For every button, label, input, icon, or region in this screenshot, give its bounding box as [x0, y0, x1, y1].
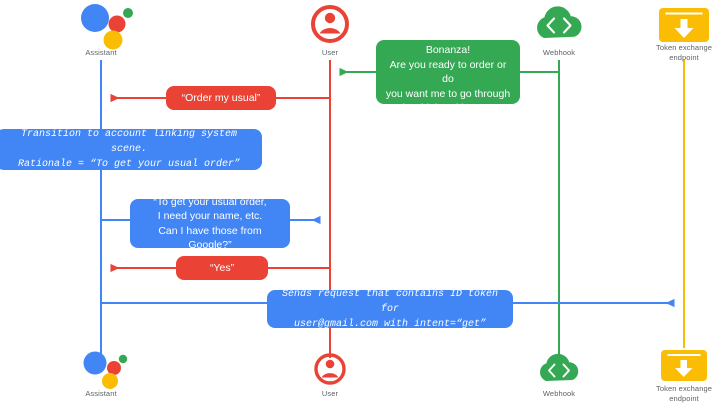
google-assistant-icon-bottom [83, 351, 128, 389]
actor-label-user-bottom: User [321, 389, 339, 398]
actor-label-user: User [321, 48, 339, 57]
message-welcome-text: “Welcome to Boba Bonanza! Are you ready … [385, 29, 511, 115]
actor-label-webhook: Webhook [542, 48, 576, 57]
actor-label-assistant-bottom: Assistant [85, 389, 117, 398]
google-assistant-icon [81, 4, 133, 50]
cloud-code-icon [537, 6, 582, 39]
actor-label-endpoint: Token exchange endpoint [655, 43, 713, 62]
message-yes-text: “Yes” [209, 261, 235, 274]
message-transition-note-text: Transition to account linking system sce… [17, 129, 241, 170]
actor-label-webhook-bottom: Webhook [542, 389, 576, 398]
message-sends-request: Sends request that contains ID token for… [267, 289, 513, 330]
actor-label-endpoint-bottom: Token exchange endpoint [655, 384, 713, 403]
message-transition-note: Transition to account linking system sce… [0, 129, 262, 170]
message-ask-for-name: “To get your usual order, I need your na… [130, 196, 290, 251]
message-welcome: “Welcome to Boba Bonanza! Are you ready … [376, 30, 520, 114]
message-sends-request-text: Sends request that contains ID token for… [281, 288, 499, 330]
message-ask-for-name-text: “To get your usual order, I need your na… [153, 195, 267, 252]
download-box-icon-bottom [661, 350, 707, 381]
message-yes: “Yes” [176, 256, 268, 280]
cloud-code-icon-bottom [540, 353, 579, 381]
message-order-my-usual-text: “Order my usual” [181, 91, 261, 104]
download-box-icon [659, 8, 709, 42]
user-avatar-icon-bottom [314, 353, 346, 385]
actor-label-assistant: Assistant [85, 48, 117, 57]
message-order-my-usual: “Order my usual” [166, 86, 276, 110]
user-avatar-icon [311, 5, 349, 43]
